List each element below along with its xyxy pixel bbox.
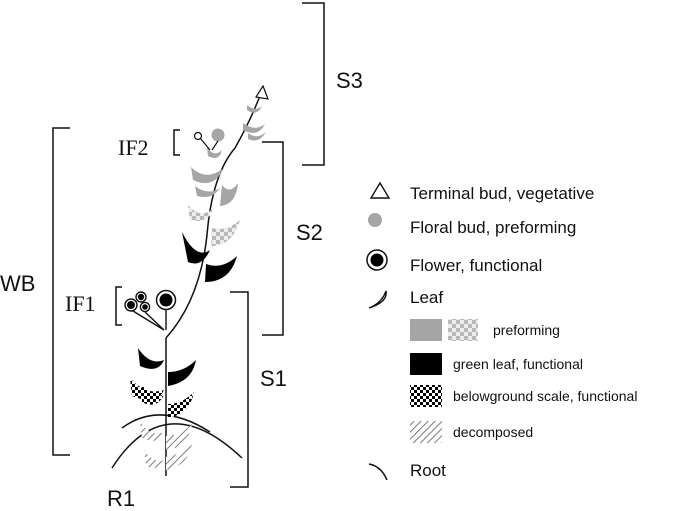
- label-wb: WB: [0, 271, 35, 296]
- floral-bud-icon: [211, 128, 225, 142]
- legend-belowground: belowground scale, functional: [453, 388, 637, 404]
- bracket-s3: [302, 2, 325, 166]
- root-arc-large: [111, 423, 243, 469]
- swatch-preforming-gray: [410, 319, 442, 341]
- root-arc-small: [121, 414, 211, 433]
- leaf-decomposed: [144, 450, 165, 468]
- terminal-bud-icon: [255, 84, 269, 100]
- leaf-preforming: [243, 123, 265, 133]
- leaf-belowground: [130, 378, 164, 400]
- label-if1: IF1: [65, 291, 96, 316]
- leaf-preforming: [247, 105, 262, 113]
- bracket-s2: [262, 141, 284, 336]
- root-legend-icon: [368, 463, 388, 481]
- pedicel: [211, 140, 219, 151]
- leaf-belowground: [168, 392, 194, 418]
- floral-bud-legend-icon: [368, 213, 382, 227]
- flower-functional-icon-center: [142, 304, 148, 310]
- leaf-functional: [138, 348, 164, 369]
- pedicel: [199, 137, 211, 151]
- leaf-decomposed: [166, 444, 192, 470]
- swatch-preforming-checker: [448, 319, 478, 341]
- flower-functional-icon-center: [127, 301, 135, 309]
- leaf-decomposed: [140, 422, 165, 441]
- flower-legend-icon-center: [370, 253, 384, 267]
- legend-floral-bud: Floral bud, preforming: [410, 218, 576, 237]
- flower-functional-icon-center: [137, 293, 145, 301]
- legend-decomposed: decomposed: [453, 424, 533, 440]
- bracket-if1: [115, 286, 122, 326]
- leaf-preforming: [191, 167, 224, 184]
- legend-flower: Flower, functional: [410, 256, 542, 275]
- swatch-green-leaf: [410, 353, 442, 375]
- bracket-if2: [173, 129, 180, 156]
- label-s3: S3: [336, 68, 363, 93]
- leaf-preforming: [207, 147, 222, 158]
- leaf-preforming-checker: [188, 205, 214, 222]
- pedicel: [144, 311, 165, 331]
- leaf-decomposed: [166, 424, 192, 450]
- leaf-functional: [205, 256, 237, 282]
- leaf-functional: [168, 360, 196, 386]
- label-s1: S1: [260, 366, 287, 391]
- legend-leaf: Leaf: [410, 288, 443, 307]
- legend-root: Root: [410, 461, 446, 480]
- leaf-preforming: [248, 132, 266, 141]
- leaf-preforming-checker: [211, 220, 240, 246]
- swatch-belowground: [410, 385, 442, 407]
- leaf-preforming: [195, 186, 220, 197]
- legend: Terminal bud, vegetative Floral bud, pre…: [366, 181, 637, 481]
- bracket-wb: [52, 127, 70, 456]
- terminal-bud-legend-icon: [369, 181, 391, 199]
- floral-bud-icon: [193, 131, 203, 141]
- label-s2: S2: [296, 220, 323, 245]
- swatch-decomposed: [410, 421, 442, 443]
- leaf-functional: [182, 232, 210, 264]
- legend-green-leaf: green leaf, functional: [453, 356, 583, 372]
- leaf-legend-icon: [368, 290, 387, 309]
- legend-terminal-bud: Terminal bud, vegetative: [410, 184, 594, 203]
- leaf-belowground: [142, 385, 164, 405]
- leaf-preforming: [220, 183, 238, 206]
- legend-preforming: preforming: [493, 322, 560, 338]
- label-r1: R1: [107, 486, 135, 511]
- flower-functional-icon-center: [159, 293, 173, 307]
- pedicel: [132, 310, 165, 331]
- label-if2: IF2: [118, 135, 149, 160]
- bracket-s1: [230, 291, 249, 488]
